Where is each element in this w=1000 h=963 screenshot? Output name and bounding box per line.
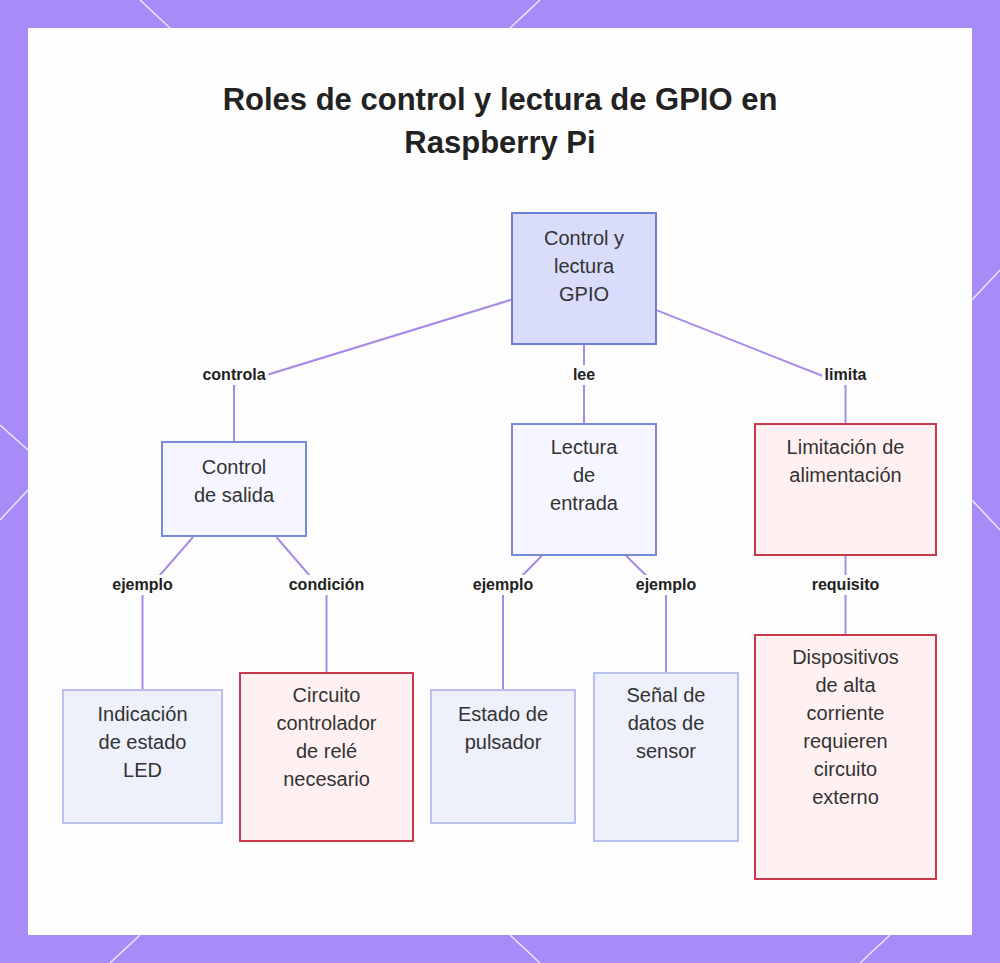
node-text: Lectura de entrada xyxy=(544,433,624,517)
node-text: Señal de datos de sensor xyxy=(616,681,716,765)
edge-label: condición xyxy=(286,575,368,595)
connector-line xyxy=(626,556,666,672)
node-text: Estado de pulsador xyxy=(448,700,558,756)
node-text: Control y lectura GPIO xyxy=(534,224,634,308)
edge-label: ejemplo xyxy=(470,575,536,595)
process-box: Lectura de entrada xyxy=(511,423,657,556)
node-text: Control de salida xyxy=(191,453,277,509)
edge-label: lee xyxy=(570,365,598,385)
process-box: Control y lectura GPIO xyxy=(511,212,657,345)
connector-line xyxy=(276,537,326,672)
process-box: Limitación de alimentación xyxy=(754,423,937,556)
connector-line xyxy=(143,537,194,689)
edge-label: requisito xyxy=(809,575,883,595)
process-box: Señal de datos de sensor xyxy=(593,672,739,842)
process-box: Dispositivos de alta corriente requieren… xyxy=(754,634,937,880)
diagram-title: Roles de control y lectura de GPIO en Ra… xyxy=(195,78,805,164)
node-text: Dispositivos de alta corriente requieren… xyxy=(790,643,902,811)
edge-label: ejemplo xyxy=(109,575,175,595)
process-box: Estado de pulsador xyxy=(430,689,576,824)
connector-line xyxy=(845,556,846,634)
node-text: Circuito controlador de relé necesario xyxy=(272,681,382,793)
process-box: Circuito controlador de relé necesario xyxy=(239,672,414,842)
connector-line xyxy=(234,300,511,441)
edge-label: controla xyxy=(199,365,268,385)
edge-label: ejemplo xyxy=(633,575,699,595)
connector-line xyxy=(657,310,846,423)
node-text: Limitación de alimentación xyxy=(787,433,905,489)
process-box: Indicación de estado LED xyxy=(62,689,223,824)
process-box: Control de salida xyxy=(161,441,307,537)
node-text: Indicación de estado LED xyxy=(88,700,198,784)
edge-label: limita xyxy=(822,365,870,385)
